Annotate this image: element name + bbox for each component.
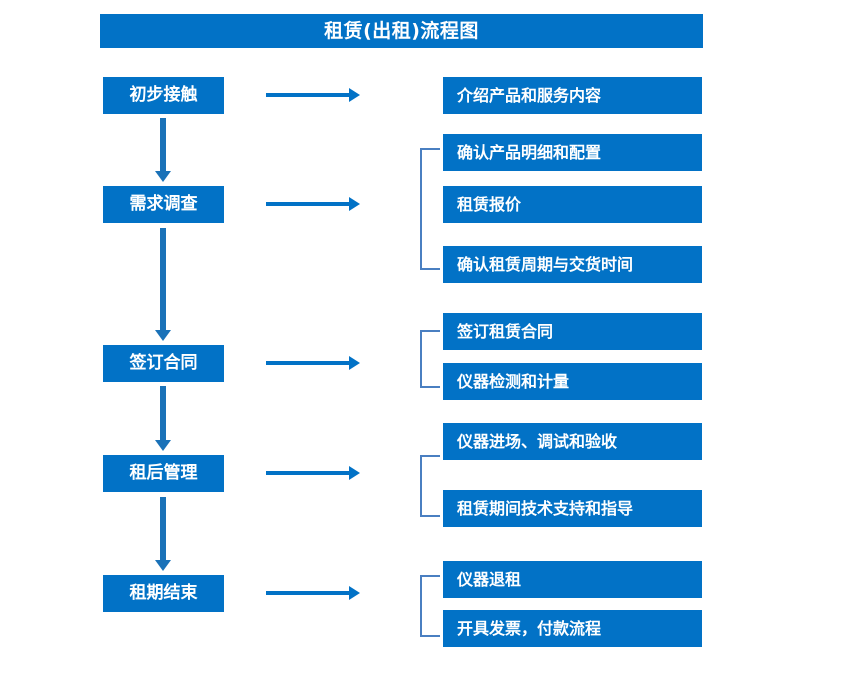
right-arrow-icon-2 <box>266 197 360 211</box>
down-arrow-icon-1 <box>155 118 171 182</box>
task-label: 确认租赁周期与交货时间 <box>457 254 634 274</box>
task-label: 租赁报价 <box>457 194 522 214</box>
stage-box-租后管理[interactable]: 租后管理 <box>103 455 224 492</box>
task-label: 租赁期间技术支持和指导 <box>457 498 634 518</box>
stage-label: 签订合同 <box>129 353 198 373</box>
task-box-确认产品明细和配置[interactable]: 确认产品明细和配置 <box>443 134 702 171</box>
task-label: 开具发票，付款流程 <box>457 618 602 638</box>
stage-label: 初步接触 <box>129 85 198 105</box>
stage-box-签订合同[interactable]: 签订合同 <box>103 345 224 382</box>
task-box-仪器进场调试和验收[interactable]: 仪器进场、调试和验收 <box>443 423 702 460</box>
down-arrow-icon-4 <box>155 497 171 571</box>
task-box-租赁报价[interactable]: 租赁报价 <box>443 186 702 223</box>
task-box-开具发票付款流程[interactable]: 开具发票，付款流程 <box>443 610 702 647</box>
right-arrow-icon-4 <box>266 466 360 480</box>
task-label: 仪器进场、调试和验收 <box>457 431 618 451</box>
stage-label: 租期结束 <box>129 583 198 603</box>
group-bracket-签订合同 <box>420 330 440 388</box>
task-box-确认租赁周期与交货时间[interactable]: 确认租赁周期与交货时间 <box>443 246 702 283</box>
stage-box-租期结束[interactable]: 租期结束 <box>103 575 224 612</box>
task-label: 确认产品明细和配置 <box>457 142 602 162</box>
stage-label: 需求调查 <box>129 194 198 214</box>
right-arrow-icon-1 <box>266 88 360 102</box>
task-box-介绍产品和服务内容[interactable]: 介绍产品和服务内容 <box>443 77 702 114</box>
task-label: 签订租赁合同 <box>457 321 554 341</box>
stage-box-初步接触[interactable]: 初步接触 <box>103 77 224 114</box>
down-arrow-icon-3 <box>155 386 171 451</box>
diagram-title-banner: 租赁(出租)流程图 <box>100 14 703 48</box>
task-box-仪器检测和计量[interactable]: 仪器检测和计量 <box>443 363 702 400</box>
right-arrow-icon-5 <box>266 586 360 600</box>
group-bracket-需求调查 <box>420 148 440 270</box>
task-box-仪器退租[interactable]: 仪器退租 <box>443 561 702 598</box>
task-label: 仪器检测和计量 <box>457 371 570 391</box>
group-bracket-租期结束 <box>420 575 440 637</box>
task-box-租赁期间技术支持和指导[interactable]: 租赁期间技术支持和指导 <box>443 490 702 527</box>
stage-label: 租后管理 <box>129 463 198 483</box>
right-arrow-icon-3 <box>266 356 360 370</box>
task-label: 介绍产品和服务内容 <box>457 85 602 105</box>
down-arrow-icon-2 <box>155 228 171 341</box>
stage-box-需求调查[interactable]: 需求调查 <box>103 186 224 223</box>
task-label: 仪器退租 <box>457 569 522 589</box>
task-box-签订租赁合同[interactable]: 签订租赁合同 <box>443 313 702 350</box>
group-bracket-租后管理 <box>420 455 440 517</box>
diagram-title-text: 租赁(出租)流程图 <box>324 19 479 42</box>
